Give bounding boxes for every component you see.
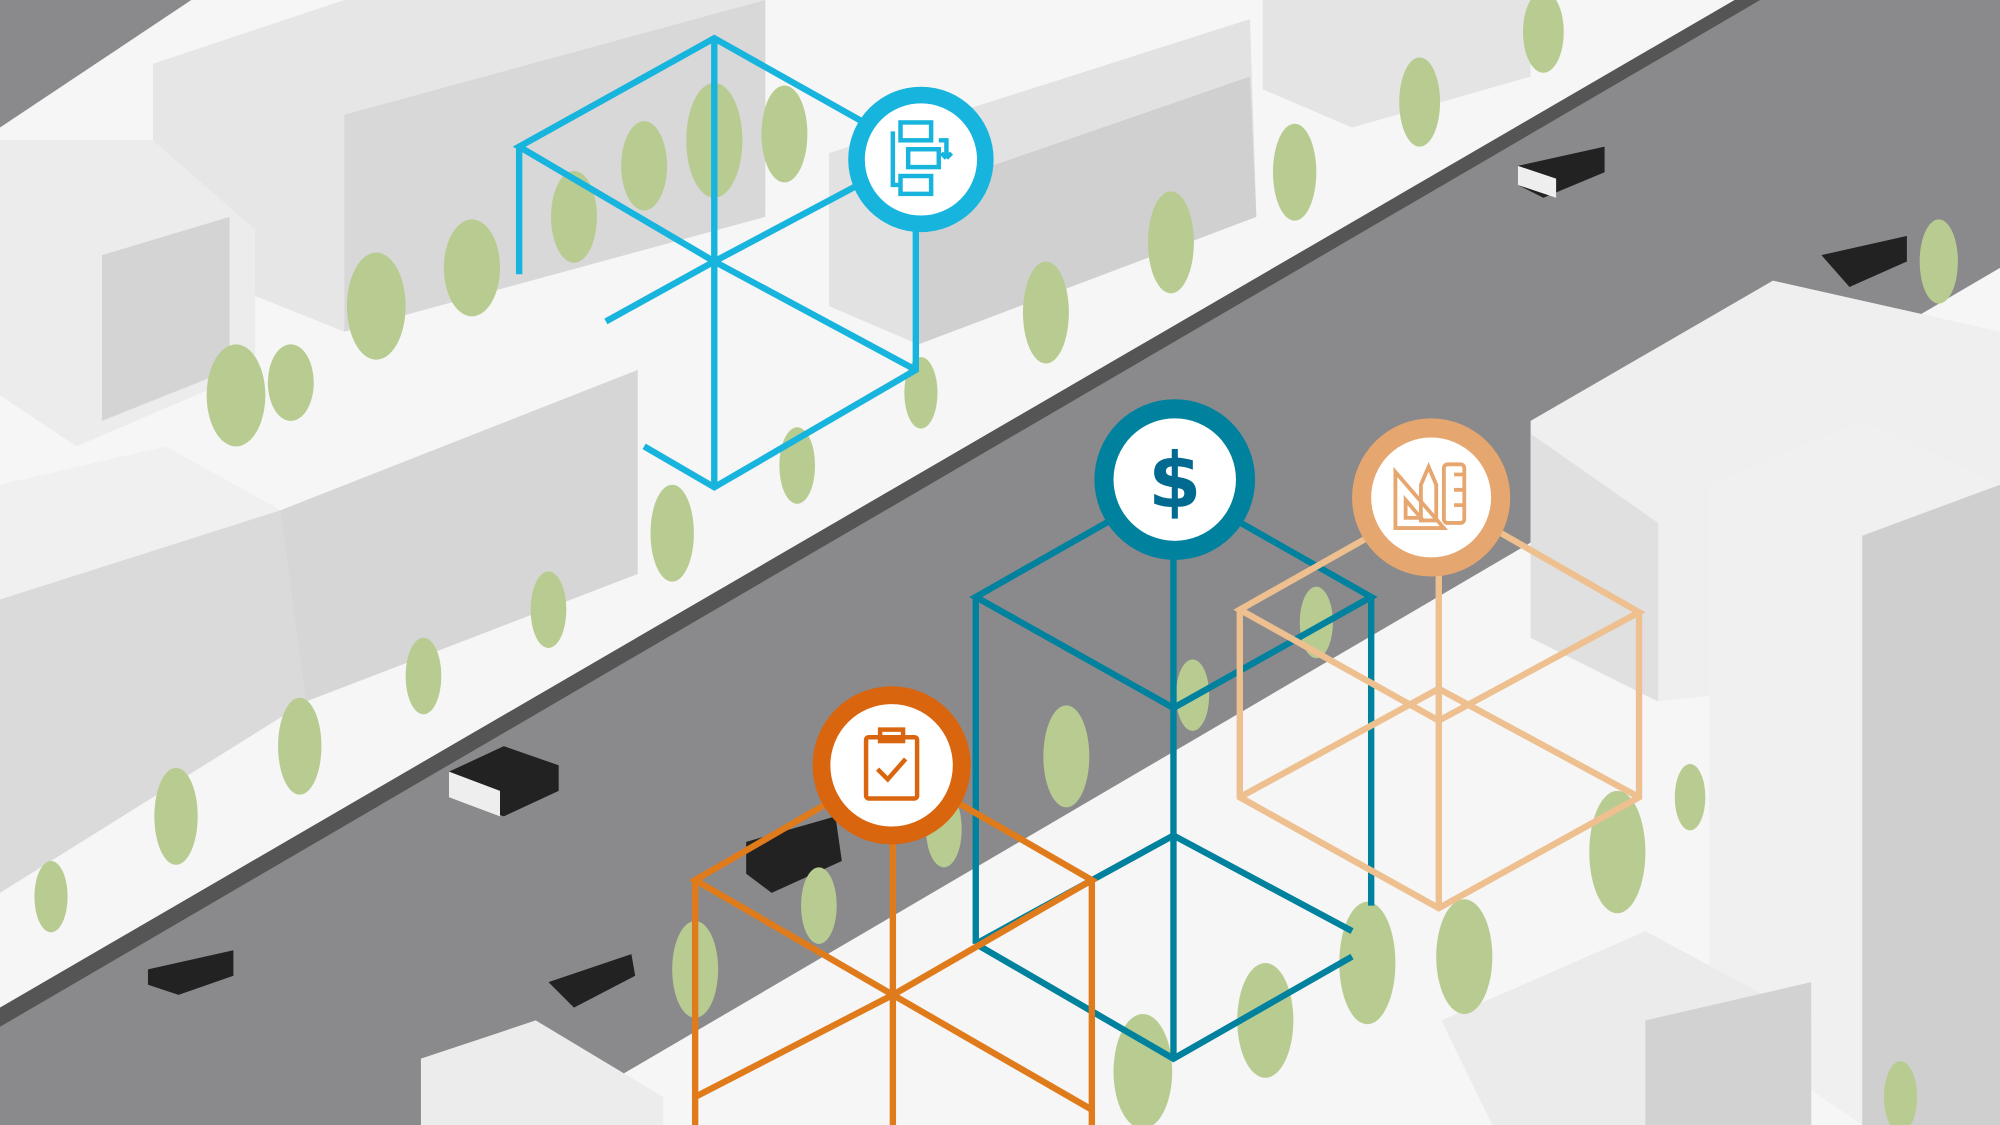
buildings-lower	[420, 280, 2000, 1125]
checklist-marker[interactable]	[812, 686, 971, 845]
peach-wireframe-cube	[1233, 493, 1646, 912]
side-street	[0, 0, 192, 128]
workflow-icon	[890, 120, 954, 197]
workflow-marker[interactable]	[848, 86, 994, 233]
clipboard-check-icon	[863, 727, 920, 801]
cyan-wireframe-cube	[512, 34, 926, 491]
trees	[34, 0, 1958, 1125]
dollar-icon: $	[1148, 438, 1201, 527]
buildings-upper	[0, 0, 1531, 893]
drafting-tools-icon	[1393, 461, 1467, 530]
dollar-marker[interactable]: $	[1094, 399, 1256, 560]
drafting-tools-marker[interactable]	[1352, 418, 1511, 577]
